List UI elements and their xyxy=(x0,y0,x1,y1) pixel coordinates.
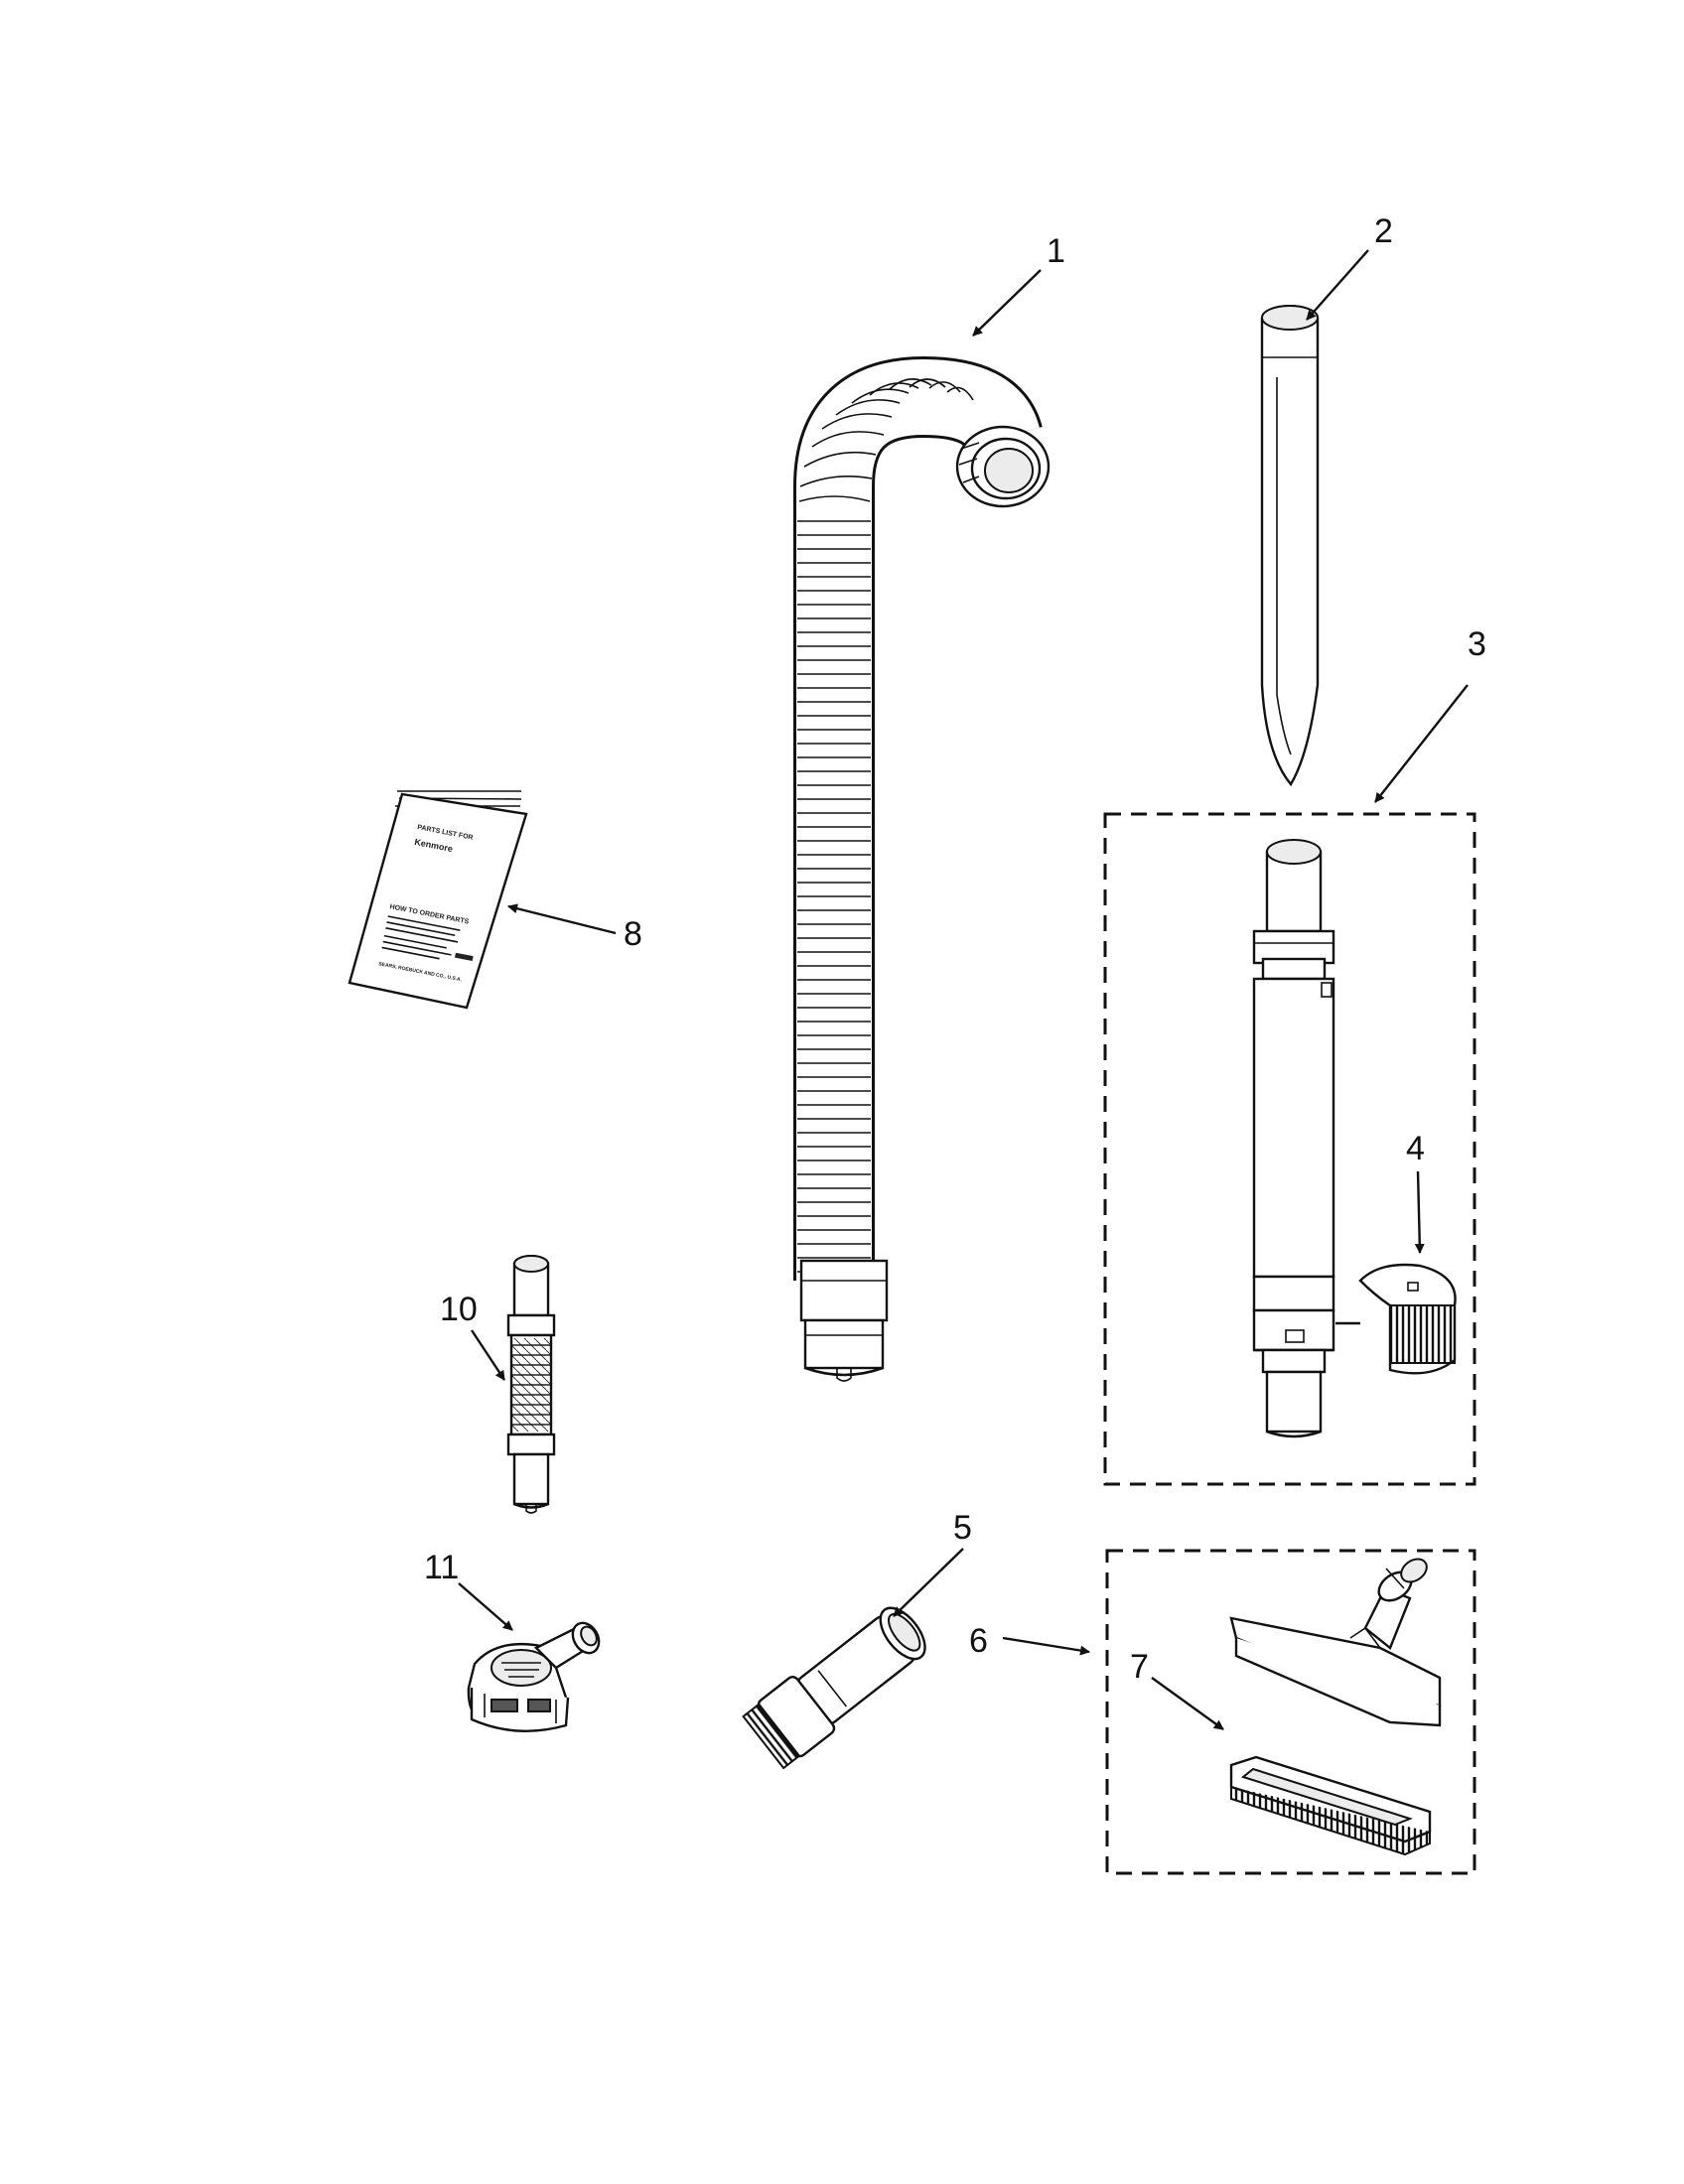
leader-11 xyxy=(458,1582,513,1631)
callout-numbers: 1 2 3 4 5 6 7 8 10 11 xyxy=(424,212,1486,1686)
callout-5: 5 xyxy=(953,1509,972,1547)
dusting-brush-part-5 xyxy=(742,1606,926,1770)
callout-8: 8 xyxy=(624,915,642,953)
clip-part-4 xyxy=(1335,1263,1457,1375)
hose-part-1 xyxy=(793,355,1051,1382)
callout-2: 2 xyxy=(1374,212,1393,250)
wand-part-3 xyxy=(1103,812,1476,1486)
callout-6: 6 xyxy=(969,1622,988,1660)
callout-11: 11 xyxy=(424,1549,459,1586)
leader-8 xyxy=(507,903,617,935)
callout-10: 10 xyxy=(440,1291,478,1328)
leader-10 xyxy=(470,1329,506,1381)
leader-6 xyxy=(1002,1636,1090,1656)
leader-5 xyxy=(893,1548,964,1617)
brush-insert-part-7 xyxy=(1229,1755,1432,1856)
booklet-part-8: PARTS LIST FOR Kenmore HOW TO ORDER PART… xyxy=(348,790,528,1010)
callout-4: 4 xyxy=(1406,1130,1425,1167)
leader-2 xyxy=(1306,249,1369,321)
crevice-tool-part-2 xyxy=(1260,305,1320,787)
turbo-brush-part-11 xyxy=(467,1621,601,1732)
leader-3 xyxy=(1374,684,1469,803)
callout-3: 3 xyxy=(1468,625,1486,663)
callout-1: 1 xyxy=(1047,232,1065,270)
extension-hose-part-10 xyxy=(506,1255,556,1514)
leader-1 xyxy=(972,269,1042,337)
leader-7 xyxy=(1151,1677,1224,1730)
leader-4 xyxy=(1414,1170,1425,1254)
floor-tool-part-6 xyxy=(1105,1549,1476,1875)
leader-lines xyxy=(458,249,1469,1730)
callout-7: 7 xyxy=(1130,1648,1149,1686)
